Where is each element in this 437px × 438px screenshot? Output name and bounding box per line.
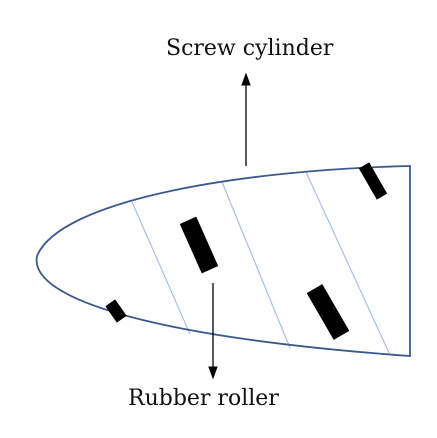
rubber-roller xyxy=(105,299,127,323)
helix-line xyxy=(221,181,291,349)
rubber-roller-label: Rubber roller xyxy=(128,386,279,411)
rubber-roller xyxy=(358,162,388,200)
arrows xyxy=(208,72,251,380)
screw-cylinder-label: Screw cylinder xyxy=(166,36,334,61)
rubber-roller xyxy=(179,216,219,274)
helix-line xyxy=(131,201,191,335)
arrow-head-down xyxy=(208,366,218,380)
helix-line xyxy=(305,171,391,356)
arrow-head-up xyxy=(241,72,251,86)
rubber-rollers xyxy=(105,162,388,340)
helix-lines xyxy=(131,171,391,356)
rubber-roller xyxy=(306,284,350,340)
screw-cylinder-outline xyxy=(35,165,411,357)
